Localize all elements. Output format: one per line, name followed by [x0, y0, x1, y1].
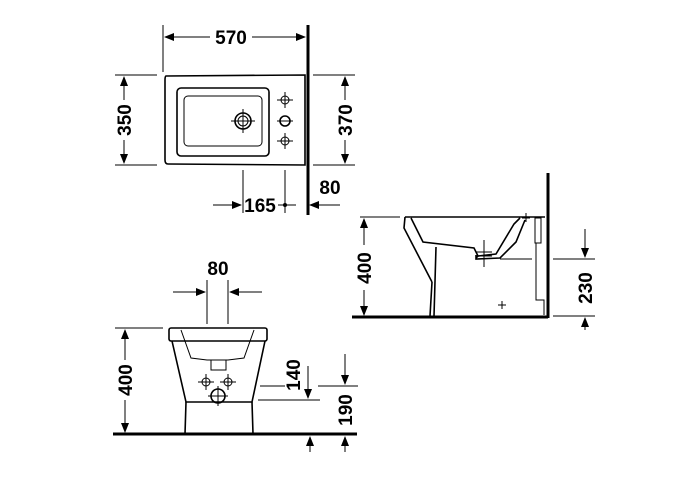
dim-depth-wall: 370: [336, 104, 357, 136]
dim-side-height: 400: [355, 252, 376, 284]
dim-outlet-height: 140: [284, 359, 305, 391]
dim-depth: 350: [115, 104, 136, 136]
bowl-profile: [403, 216, 545, 283]
basin-inner: [183, 95, 263, 147]
connection-marks: [198, 374, 236, 406]
bowl: [171, 340, 266, 403]
dim-wall-offset: 80: [319, 178, 340, 199]
rim: [168, 327, 268, 342]
dim-height: 400: [116, 364, 137, 396]
dim-side-outlet-height: 230: [576, 272, 597, 304]
dim-tap-spacing: 80: [207, 259, 228, 280]
dim-outlet-offset: 165: [244, 196, 276, 217]
pedestal: [184, 401, 254, 435]
top-view: 570 350 370 165 80: [115, 25, 357, 217]
basin-outer: [176, 87, 270, 157]
bidet-outline: [164, 74, 306, 166]
tap-holes: [277, 92, 293, 149]
front-view: 80 400 140 190: [113, 259, 358, 452]
drain-icon: [231, 109, 255, 133]
dim-width: 570: [215, 28, 247, 49]
side-view: 400 230: [352, 173, 597, 330]
dim-supply-height: 190: [336, 394, 357, 426]
